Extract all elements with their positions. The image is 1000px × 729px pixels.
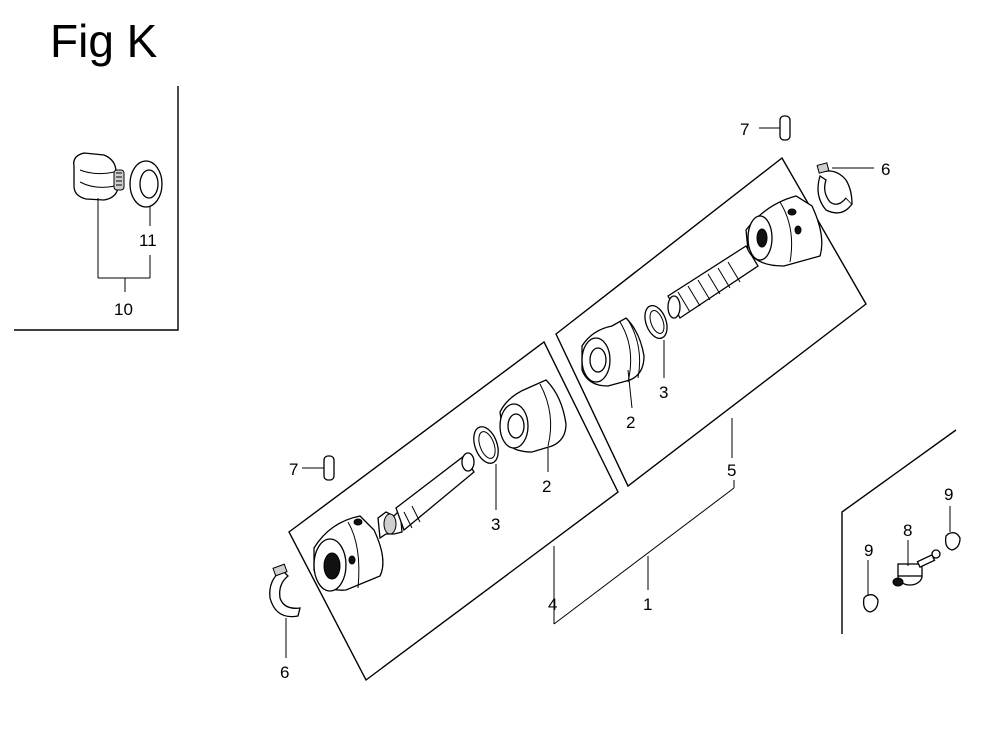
subassembly-frame-5: [555, 156, 867, 488]
inset-leader-lines: [97, 198, 151, 292]
callout-9-right: 9: [944, 485, 953, 504]
callout-2-left: 2: [542, 477, 551, 496]
callout-2-right: 2: [626, 413, 635, 432]
callout-4: 4: [548, 595, 557, 614]
leader-lines: [285, 127, 951, 658]
right-clamp-part[interactable]: [816, 162, 853, 214]
inset-frame: [14, 86, 179, 331]
small-clip-left-part[interactable]: [862, 594, 879, 613]
right-splined-shaft-part[interactable]: [667, 245, 759, 319]
callout-10: 10: [114, 300, 133, 319]
left-cv-joint-housing-part[interactable]: [313, 515, 384, 592]
callout-6-bottom: 6: [280, 663, 289, 682]
subassembly-frame-4: [288, 340, 619, 682]
inset-boot-cap-part[interactable]: [73, 152, 125, 201]
callout-11: 11: [139, 231, 157, 250]
right-ring-part[interactable]: [641, 303, 671, 342]
figure-title: Fig K: [50, 15, 158, 67]
callout-6-top: 6: [881, 160, 890, 179]
callout-9-left: 9: [864, 541, 873, 560]
callout-3-right: 3: [659, 383, 668, 402]
right-pin-part[interactable]: [779, 115, 791, 141]
left-pin-part[interactable]: [323, 455, 335, 481]
callout-7-left: 7: [289, 460, 298, 479]
left-axle-shaft-part[interactable]: [377, 452, 475, 540]
right-cv-joint-housing-part[interactable]: [745, 195, 823, 267]
callout-5: 5: [727, 461, 736, 480]
small-clip-right-part[interactable]: [944, 532, 961, 551]
callout-1: 1: [643, 595, 652, 614]
inset-ring-part[interactable]: [129, 160, 163, 208]
left-clamp-part[interactable]: [269, 563, 301, 618]
callout-8: 8: [903, 521, 912, 540]
left-boot-part[interactable]: [499, 379, 567, 453]
left-ring-part[interactable]: [469, 423, 503, 466]
lower-right-inset-frame: [841, 429, 957, 634]
right-boot-part[interactable]: [581, 317, 645, 387]
callout-3-left: 3: [491, 515, 500, 534]
callout-7-top: 7: [740, 120, 749, 139]
bushing-part[interactable]: [892, 549, 941, 587]
